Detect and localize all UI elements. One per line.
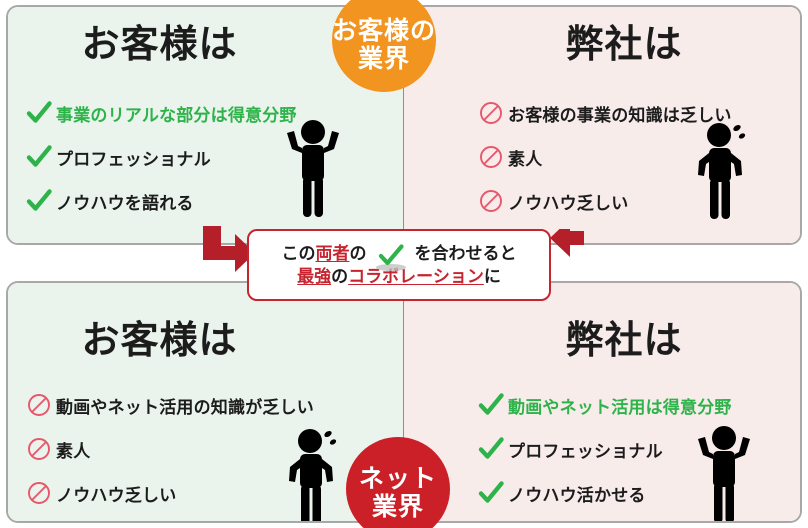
bullet-list-bottom-left: 動画やネット活用の知識が乏しい 素人 ノウハウ乏しい bbox=[22, 383, 314, 515]
badge-bottom-line-2: 業界 bbox=[371, 492, 424, 521]
list-item: ノウハウを語れる bbox=[22, 179, 297, 223]
prohibition-icon bbox=[474, 96, 508, 130]
bottom-right-quadrant: 弊社は 動画やネット活用は得意分野 プロフェッショナル bbox=[404, 283, 800, 521]
bottom-panel: お客様は 動画やネット活用の知識が乏しい 素人 bbox=[6, 281, 802, 523]
list-item-label: プロフェッショナル bbox=[508, 441, 663, 462]
list-item: 動画やネット活用は得意分野 bbox=[474, 383, 732, 427]
troubled-person-icon bbox=[692, 119, 756, 225]
prohibition-icon bbox=[22, 476, 56, 510]
bullet-list-top-right: お客様の事業の知識は乏しい 素人 ノウハウ乏しい bbox=[474, 91, 732, 223]
list-item: ノウハウ活かせる bbox=[474, 471, 732, 515]
check-icon bbox=[22, 96, 56, 130]
list-item: 動画やネット活用の知識が乏しい bbox=[22, 383, 314, 427]
badge-bottom-line-1: ネット bbox=[358, 464, 437, 493]
center-callout-box: この 両者 の を合わせると 最強 の コラボレーション に bbox=[247, 229, 551, 301]
check-icon bbox=[474, 476, 508, 510]
check-icon bbox=[22, 140, 56, 174]
list-item-label: プロフェッショナル bbox=[56, 149, 211, 170]
list-item-label: 素人 bbox=[508, 149, 543, 170]
callout-post: を合わせると bbox=[414, 243, 517, 264]
callout-line-2: 最強 の コラボレーション に bbox=[297, 266, 501, 288]
callout-post-2: に bbox=[483, 266, 501, 287]
callout-accent-saikyou: 最強 bbox=[297, 266, 332, 287]
list-item: プロフェッショナル bbox=[474, 427, 732, 471]
prohibition-icon bbox=[474, 140, 508, 174]
top-right-quadrant: 弊社は お客様の事業の知識は乏しい 素人 bbox=[404, 7, 800, 243]
list-item: 素人 bbox=[474, 135, 732, 179]
callout-accent-ryousha: 両者 bbox=[315, 243, 350, 264]
list-item-label: 素人 bbox=[56, 441, 91, 462]
check-icon bbox=[369, 243, 413, 271]
page-title-top-right: 弊社は bbox=[565, 22, 683, 66]
badge-top-line-1: お客様の bbox=[332, 16, 437, 45]
check-icon-shadow bbox=[375, 263, 406, 271]
callout-pre: この bbox=[281, 243, 316, 264]
bullet-list-bottom-right: 動画やネット活用は得意分野 プロフェッショナル ノウハウ活かせる bbox=[474, 383, 732, 515]
list-item-label: ノウハウを語れる bbox=[56, 193, 194, 214]
list-item: プロフェッショナル bbox=[22, 135, 297, 179]
elbow-arrow-left-icon bbox=[548, 219, 606, 293]
badge-net-industry: ネット 業界 bbox=[346, 437, 450, 528]
bottom-left-quadrant: お客様は 動画やネット活用の知識が乏しい 素人 bbox=[8, 283, 404, 521]
list-item-label: 事業のリアルな部分は得意分野 bbox=[56, 105, 297, 126]
callout-mid-2: の bbox=[331, 266, 349, 287]
prohibition-icon bbox=[22, 388, 56, 422]
list-item: 事業のリアルな部分は得意分野 bbox=[22, 91, 297, 135]
list-item: お客様の事業の知識は乏しい bbox=[474, 91, 732, 135]
top-panel: お客様は 事業のリアルな部分は得意分野 プロフェッショナル bbox=[6, 5, 802, 245]
page-title-top-left: お客様は bbox=[81, 22, 238, 66]
check-icon bbox=[22, 184, 56, 218]
strong-person-icon bbox=[692, 425, 756, 521]
check-icon bbox=[474, 432, 508, 466]
top-left-quadrant: お客様は 事業のリアルな部分は得意分野 プロフェッショナル bbox=[8, 7, 404, 243]
callout-line-1: この 両者 の を合わせると bbox=[281, 243, 517, 271]
strong-person-icon bbox=[281, 119, 345, 223]
prohibition-icon bbox=[474, 184, 508, 218]
list-item-label: 動画やネット活用の知識が乏しい bbox=[56, 397, 314, 418]
list-item: 素人 bbox=[22, 427, 314, 471]
prohibition-icon bbox=[22, 432, 56, 466]
list-item-label: お客様の事業の知識は乏しい bbox=[508, 105, 732, 126]
callout-mid: の bbox=[349, 243, 367, 264]
badge-customer-industry: お客様の 業界 bbox=[332, 0, 436, 92]
callout-accent-collaboration: コラボレーション bbox=[348, 266, 484, 287]
list-item-label: 動画やネット活用は得意分野 bbox=[508, 397, 732, 418]
check-icon bbox=[474, 388, 508, 422]
badge-top-line-2: 業界 bbox=[357, 44, 410, 73]
page-title-bottom-right: 弊社は bbox=[565, 318, 683, 362]
list-item: ノウハウ乏しい bbox=[474, 179, 732, 223]
page-title-bottom-left: お客様は bbox=[81, 318, 238, 362]
list-item-label: ノウハウ乏しい bbox=[508, 193, 629, 214]
bullet-list-top-left: 事業のリアルな部分は得意分野 プロフェッショナル ノウハウを語れる bbox=[22, 91, 297, 223]
troubled-person-icon bbox=[283, 425, 347, 521]
elbow-arrow-right-icon bbox=[199, 226, 257, 286]
list-item-label: ノウハウ乏しい bbox=[56, 485, 177, 506]
list-item-label: ノウハウ活かせる bbox=[508, 485, 646, 506]
list-item: ノウハウ乏しい bbox=[22, 471, 314, 515]
